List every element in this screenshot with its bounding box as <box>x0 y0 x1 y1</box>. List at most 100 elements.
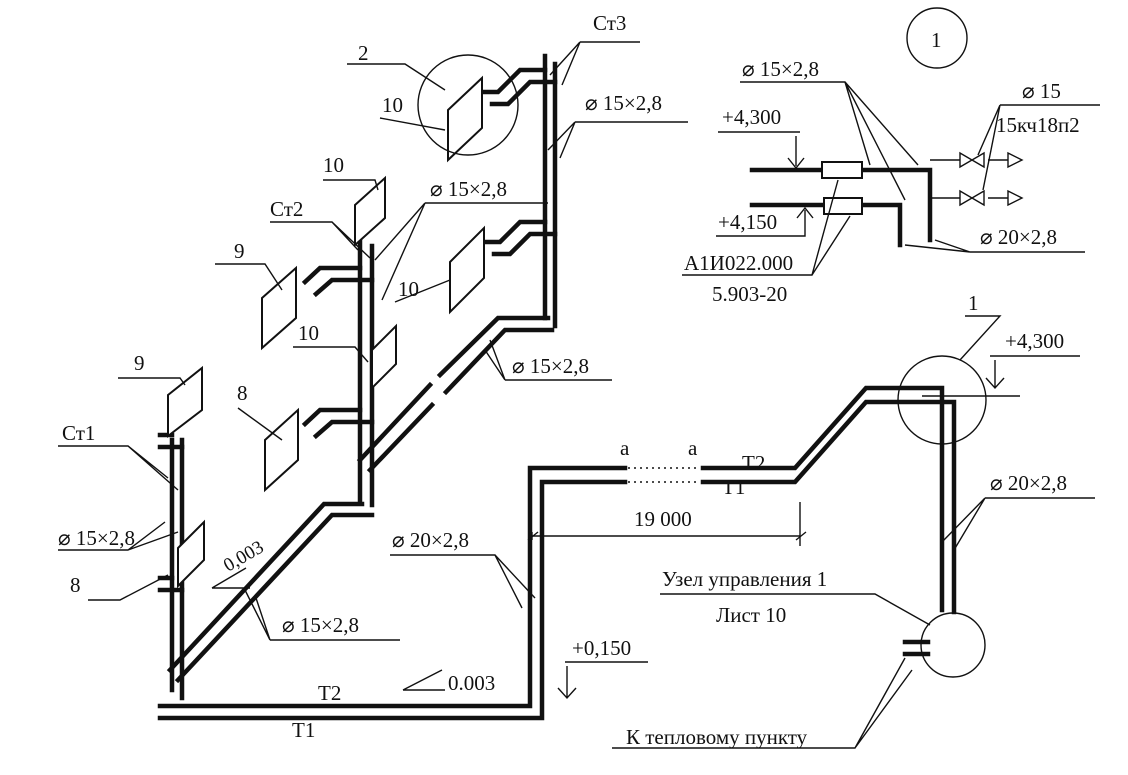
detail-elev-4150 <box>716 206 814 237</box>
label-dia-15-lower: ⌀ 15×2,8 <box>282 613 359 637</box>
detail-label-dia15-valve: ⌀ 15 <box>1022 79 1061 103</box>
leader-st2 <box>270 221 371 259</box>
leader-dia-lower <box>244 589 400 641</box>
leader-dia-main <box>484 339 612 381</box>
conn-st3-mid-2 <box>491 231 558 257</box>
label-node-title: Узел управления 1 <box>662 567 827 591</box>
elevation-mark-4300 <box>985 355 1080 390</box>
detail-label-dia20: ⌀ 20×2,8 <box>980 225 1057 249</box>
conn-st2-top <box>301 265 363 286</box>
radiator-st2-mid <box>371 323 397 391</box>
label-st1: Ст1 <box>62 421 95 445</box>
leader-2 <box>347 63 446 91</box>
detail-branch-lines <box>930 159 960 199</box>
leader-8-b <box>237 407 283 441</box>
radiator-st2-small <box>354 175 386 248</box>
conn-st3-mid <box>481 219 548 245</box>
detail-valve-lower <box>959 189 1024 207</box>
conn-st2-low <box>301 407 363 428</box>
label-callout-2: 2 <box>358 41 369 65</box>
detail-pipe-upper <box>749 167 933 243</box>
label-dia-20-right: ⌀ 20×2,8 <box>990 471 1067 495</box>
leader-10-d <box>293 346 369 363</box>
label-dia-15-main: ⌀ 15×2,8 <box>512 354 589 378</box>
detail-leader-dia15 <box>740 81 919 201</box>
radiator-st3-top <box>447 75 483 163</box>
pipe-t2-main <box>157 465 628 709</box>
pipe-t1-right <box>700 399 957 615</box>
detail-label-valve-code: 15кч18п2 <box>996 113 1080 137</box>
leader-st3 <box>549 41 640 86</box>
callout-circle-1 <box>897 355 987 445</box>
elevation-mark-0150 <box>557 661 648 700</box>
detail-pipe-lower <box>749 202 903 248</box>
label-dia-15-st3: ⌀ 15×2,8 <box>585 91 662 115</box>
leader-10-a <box>379 117 446 131</box>
slope-mark-1 <box>211 567 250 589</box>
leader-1 <box>959 315 1002 361</box>
diag-main-lower-2 <box>174 512 375 684</box>
label-slope-2: 0.003 <box>448 671 495 695</box>
detail-label-elev-4150: +4,150 <box>718 210 777 234</box>
label-rad-9-a: 9 <box>134 351 145 375</box>
radiator-st3-mid <box>449 225 485 315</box>
label-dia-15-st1: ⌀ 15×2,8 <box>58 526 135 550</box>
detail-valve-upper <box>959 151 1024 169</box>
label-detail-1: 1 <box>931 28 942 52</box>
control-node-circle <box>920 612 986 678</box>
leader-heat-point <box>612 657 913 749</box>
label-rad-10-d: 10 <box>298 321 319 345</box>
leader-lines <box>58 41 1095 749</box>
detail-label-dia15: ⌀ 15×2,8 <box>742 57 819 81</box>
leader-8-a <box>88 574 169 601</box>
label-t1-top: Т1 <box>722 475 745 499</box>
conn-node-stub <box>902 639 931 657</box>
conn-st3-top <box>479 67 548 95</box>
label-break-a2: a <box>688 436 698 460</box>
leader-9-b <box>215 263 283 291</box>
radiator-st2-low <box>264 407 299 493</box>
label-heat-point: К тепловому пункту <box>626 725 808 749</box>
leader-dia-st1 <box>58 521 179 551</box>
detail-leader-code <box>682 179 851 276</box>
leader-dia-st2 <box>374 202 548 301</box>
label-rad-10-c: 10 <box>398 277 419 301</box>
label-t1-bottom: Т1 <box>292 718 315 742</box>
diag-main-lower <box>166 501 365 674</box>
main-pipe-network <box>157 53 957 721</box>
label-elev-4300: +4,300 <box>1005 329 1064 353</box>
label-st3: Ст3 <box>593 11 626 35</box>
conn-st2-top-2 <box>312 277 375 298</box>
detail-label-elev-4300: +4,300 <box>722 105 781 129</box>
leader-10-c <box>394 279 451 303</box>
label-callout-1: 1 <box>968 291 979 315</box>
leader-dia-20-left <box>390 554 536 609</box>
leader-st1 <box>58 445 179 491</box>
radiator-st1-low <box>177 519 205 589</box>
leader-dia-st3 <box>547 121 688 159</box>
detail-leader-valve <box>977 104 1100 191</box>
label-rad-9-b: 9 <box>234 239 245 263</box>
conn-st2-low-2 <box>312 419 375 440</box>
label-rad-8-a: 8 <box>70 573 81 597</box>
pipe-break-dotted <box>628 467 700 483</box>
label-rad-8-b: 8 <box>237 381 248 405</box>
dimension-ticks <box>527 531 807 541</box>
label-break-a1: a <box>620 436 630 460</box>
radiator-st1-top <box>167 365 203 439</box>
leader-9-a <box>118 377 186 386</box>
label-t2-top: Т2 <box>742 451 765 475</box>
leader-dia-20-right <box>941 497 1095 551</box>
radiator-st2-top <box>261 265 297 351</box>
detail-leader-dia20 <box>904 239 1085 253</box>
leader-node <box>660 593 931 626</box>
detail-label-code1: А1И022.000 <box>684 251 793 275</box>
detail-fitting-upper <box>821 161 863 179</box>
pipe-t2-right <box>700 385 945 613</box>
detail-marker-circle <box>906 7 968 69</box>
label-st2: Ст2 <box>270 197 303 221</box>
leader-10-b <box>323 179 379 191</box>
label-rad-10-a: 10 <box>382 93 403 117</box>
pipe-t1-main <box>157 479 628 721</box>
